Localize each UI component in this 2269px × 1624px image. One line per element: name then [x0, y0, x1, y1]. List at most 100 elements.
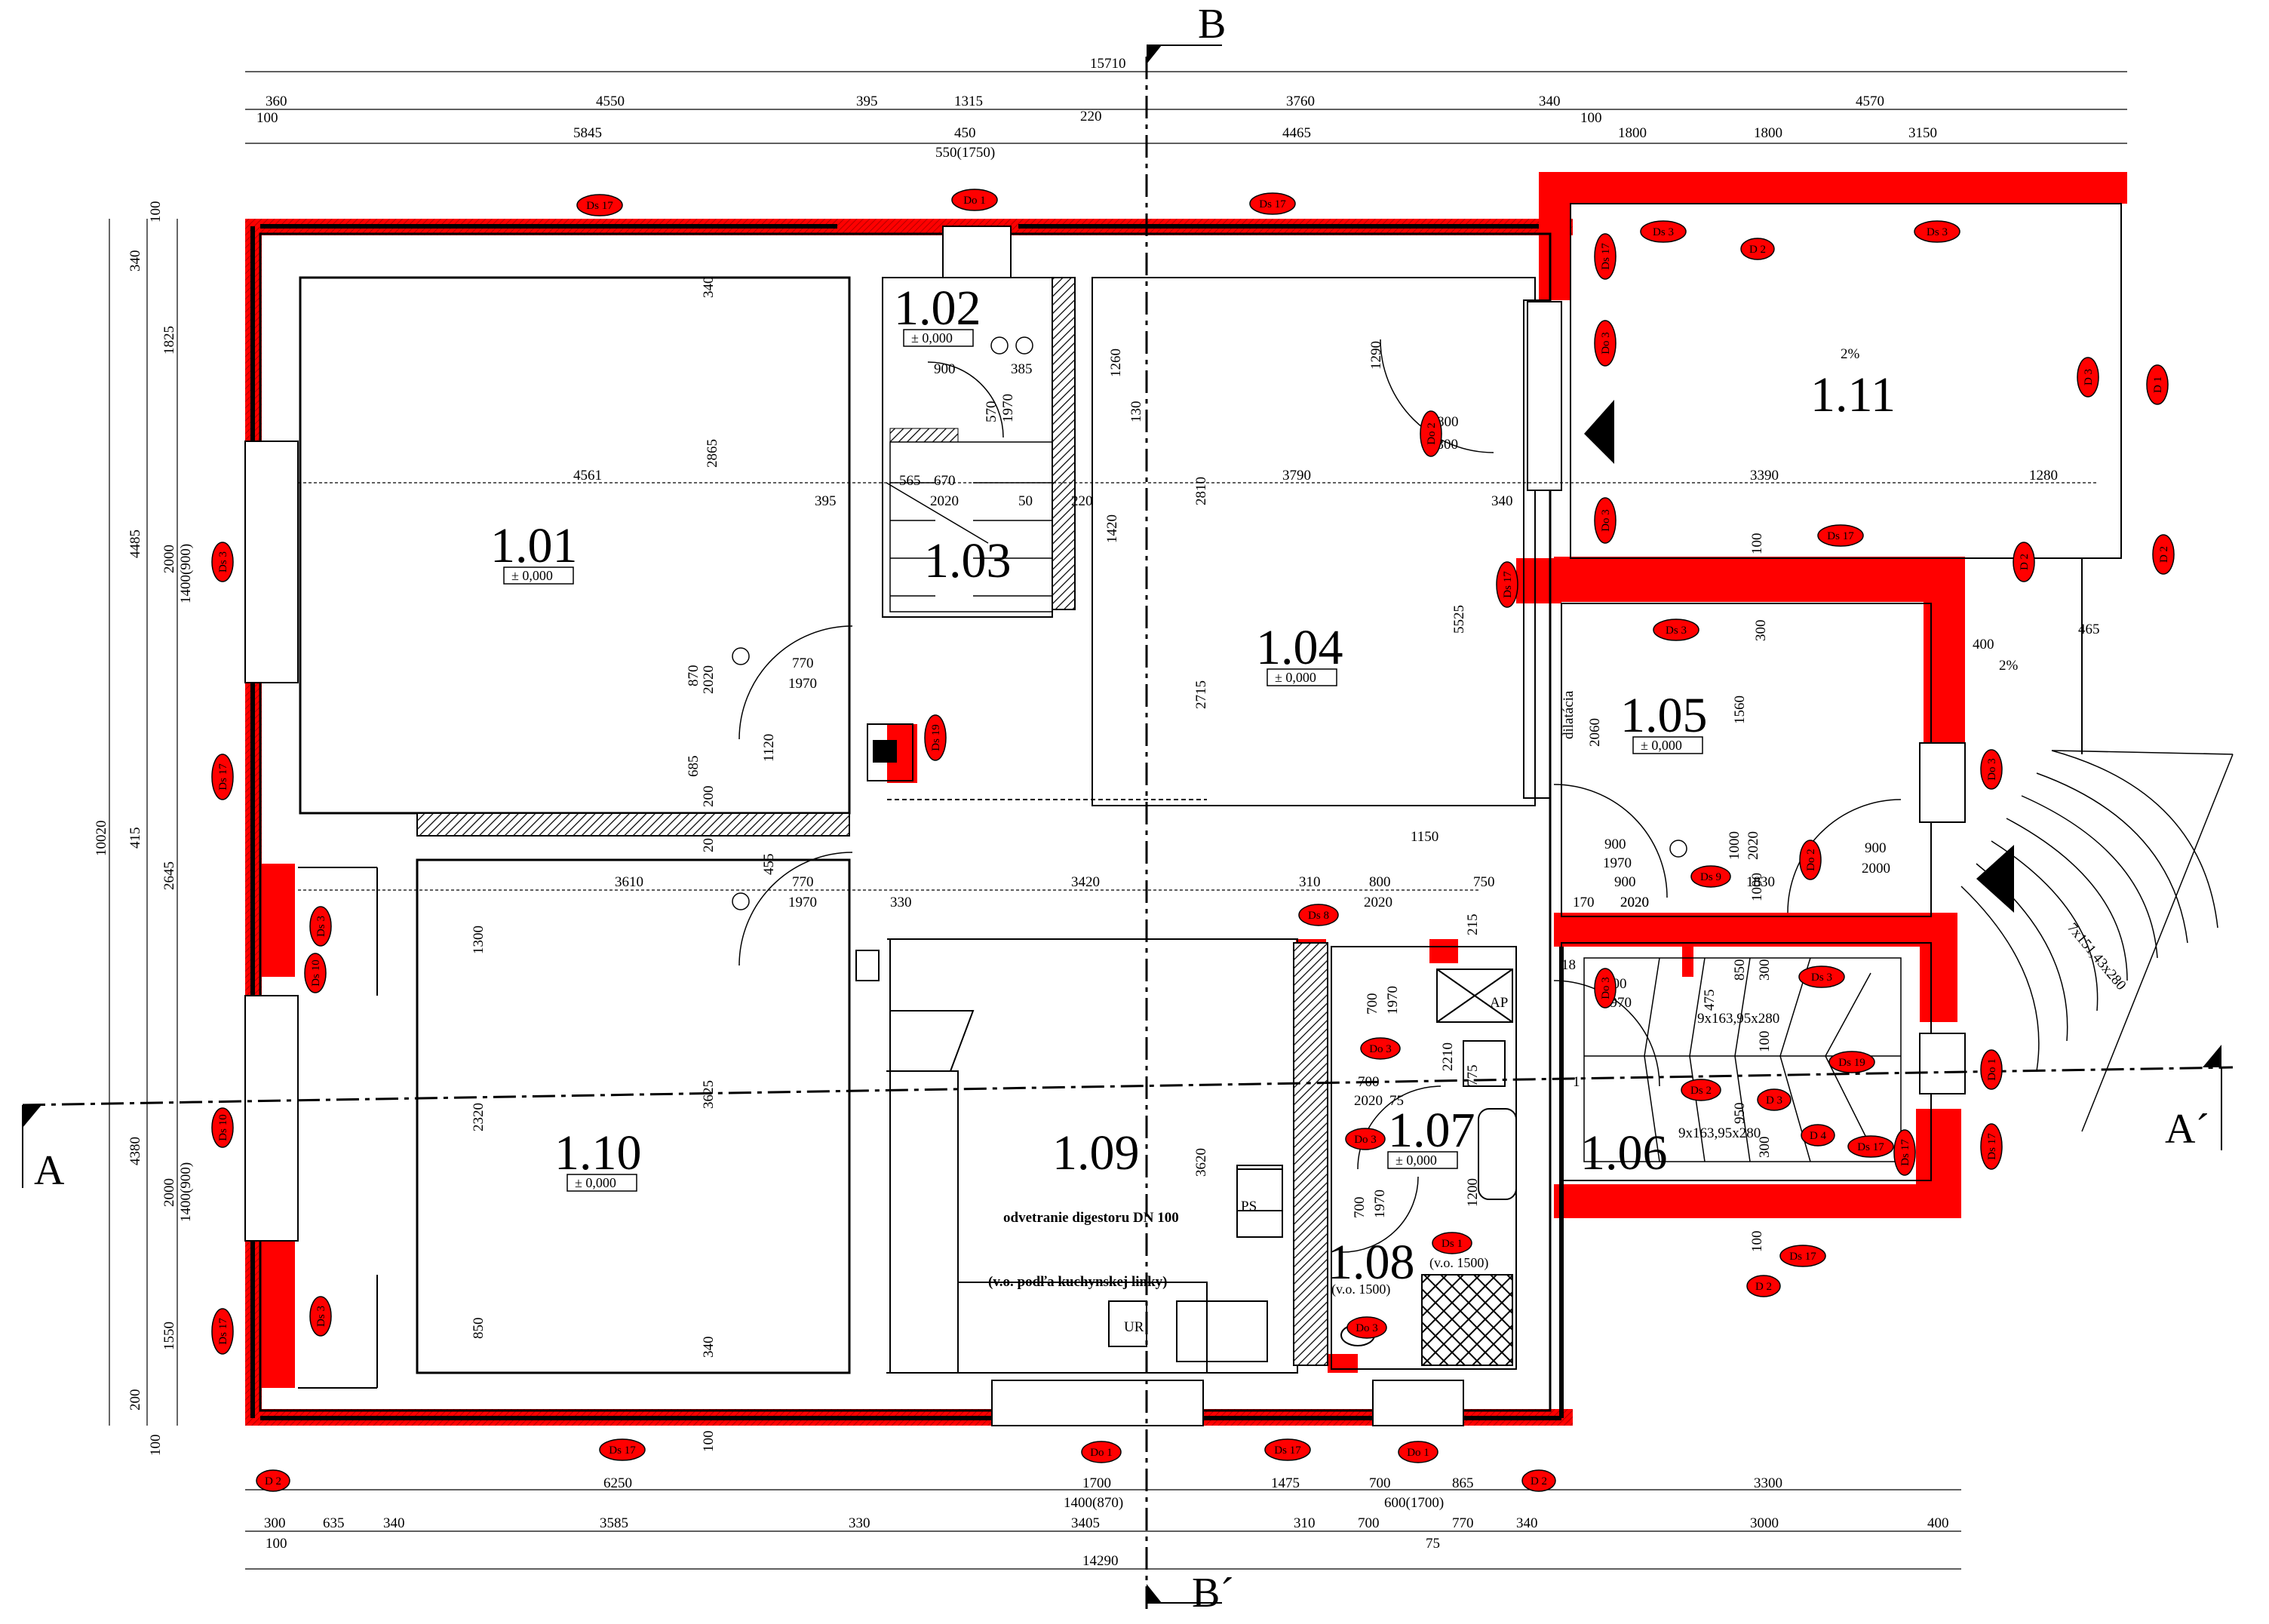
- dim-inner: 5525: [1451, 605, 1467, 634]
- dim-inner: 100: [1749, 1231, 1765, 1253]
- room-label-104: 1.04: [1256, 620, 1343, 675]
- dim-inner: 1830: [1746, 874, 1775, 890]
- dim-inner: 1970: [788, 895, 817, 910]
- tag: Ds 17: [586, 200, 613, 212]
- section-mark-a-right: A´: [2165, 1106, 2209, 1153]
- dim-inner: 570: [984, 401, 999, 423]
- dim-inner: 100: [1757, 1031, 1773, 1053]
- dim-inner: 2715: [1193, 680, 1209, 709]
- tag: Ds 17: [1259, 198, 1286, 210]
- room-label-106: 1.06: [1580, 1125, 1668, 1180]
- dim-inner: 18: [1561, 957, 1576, 973]
- dim-bottom: 330: [849, 1515, 870, 1531]
- dim-inner: 2210: [1440, 1042, 1456, 1071]
- dim-inner: 20: [701, 838, 717, 852]
- tag: Ds 1: [1442, 1238, 1463, 1250]
- tag: Do 1: [1991, 1061, 2014, 1073]
- tag: Ds 17: [1857, 1141, 1884, 1153]
- room-label-107: 1.07: [1388, 1103, 1475, 1158]
- dim-inner: 1150: [1411, 829, 1438, 845]
- dim-inner: 1200: [1465, 1178, 1481, 1207]
- room-level-108: (v.o. 1500): [1331, 1282, 1390, 1297]
- note-v1500: (v.o. 1500): [1429, 1255, 1488, 1271]
- dim-inner: 2865: [705, 439, 720, 468]
- room-label-108: 1.08: [1328, 1235, 1415, 1290]
- dim-inner: 1970: [1000, 394, 1016, 422]
- tag: D 1: [2152, 376, 2164, 393]
- dim-top: 340: [1539, 94, 1561, 109]
- dim-inner: 2020: [1620, 895, 1649, 910]
- tag: Ds 17: [1600, 243, 1612, 270]
- tag: Do 3: [1600, 509, 1612, 532]
- door-markers: [732, 336, 1687, 910]
- room-level-107: ± 0,000: [1395, 1153, 1437, 1168]
- dim-inner: 800: [1369, 874, 1391, 890]
- dim-inner: 1420: [1104, 514, 1120, 543]
- dim-left: 100: [148, 201, 164, 223]
- dim-overall-top: 15710: [1090, 56, 1126, 72]
- dim-inner: 700: [1365, 993, 1380, 1015]
- tag: Ds 17: [217, 763, 229, 791]
- dim-left: 1550: [161, 1322, 177, 1350]
- dim-inner: 400: [1973, 637, 1994, 652]
- dim-left: 2000: [161, 545, 177, 573]
- dim-bottom: 310: [1294, 1515, 1316, 1531]
- tag: Ds 10: [310, 959, 322, 986]
- tag: Ds 17: [1986, 1133, 1998, 1160]
- dim-inner: 215: [1465, 914, 1481, 936]
- dim-inner: 850: [471, 1318, 487, 1340]
- dim-inner: 1800: [1754, 125, 1782, 141]
- tag: D 3: [1766, 1094, 1782, 1107]
- dim-inner: 870: [686, 665, 702, 687]
- dim-bottom: 100: [266, 1536, 287, 1552]
- tag: Do 1: [1090, 1447, 1113, 1459]
- tag: Do 3: [1369, 1043, 1392, 1055]
- dim-bottom: 1400(870): [1064, 1495, 1123, 1511]
- dim-inner: 395: [815, 493, 837, 509]
- dim-top: 395: [856, 94, 878, 109]
- dim-bottom: 300: [264, 1515, 286, 1531]
- tag: Ds 3: [1811, 972, 1832, 984]
- dim-inner: 850: [1732, 959, 1748, 981]
- dim-inner: 1: [1573, 1074, 1580, 1090]
- room-level-102: ± 0,000: [911, 330, 953, 345]
- dim-bottom: 3405: [1071, 1515, 1100, 1531]
- tag: Do 1: [963, 195, 986, 207]
- windows: [244, 226, 1966, 1426]
- dim-inner: 330: [890, 895, 912, 910]
- dim-inner: 130: [1128, 401, 1144, 423]
- dim-inner: 700: [1352, 1197, 1368, 1219]
- tag: D 3: [2083, 369, 2095, 385]
- bathroom-fixtures: [1340, 969, 1517, 1346]
- dim-inner: 2320: [471, 1103, 487, 1131]
- dim-inner: 3625: [701, 1080, 717, 1109]
- dim-left: 200: [127, 1389, 143, 1411]
- dim-overall-left: 10020: [94, 821, 109, 857]
- dim-inner: 1970: [1372, 1190, 1388, 1218]
- dim-left: 340: [127, 250, 143, 272]
- tag: Ds 3: [217, 551, 229, 573]
- dim-top: 450: [954, 125, 976, 141]
- tag: D 2: [1749, 244, 1766, 256]
- dim-bottom: 1475: [1271, 1475, 1300, 1491]
- dim-inner: 2810: [1193, 477, 1209, 505]
- section-lines: [22, 57, 2234, 1614]
- dimensions-bottom: 6250 1700 1475 700 865 3300 1400(870) 60…: [264, 1475, 1949, 1569]
- dim-inner: 770: [792, 655, 814, 671]
- dim-bottom: 400: [1927, 1515, 1949, 1531]
- room-label-105: 1.05: [1620, 688, 1708, 743]
- dim-inner: 1970: [1385, 986, 1401, 1015]
- room-labels: 1.01 ± 0,000 1.02 ± 0,000 1.03 1.04 ± 0,…: [490, 281, 1896, 1297]
- dim-inner: 3620: [1193, 1148, 1209, 1177]
- dim-inner: 2020: [930, 493, 959, 509]
- dim-inner: 2020: [1364, 895, 1392, 910]
- tag: Ds 3: [315, 1306, 327, 1327]
- dim-inner: 900: [1614, 874, 1636, 890]
- entry-markers: [1584, 400, 2014, 913]
- dim-bottom: 6250: [603, 1475, 632, 1491]
- tag: Ds 10: [315, 964, 342, 976]
- dim-inner: 700: [1358, 1074, 1380, 1090]
- dim-inner: 950: [1732, 1103, 1748, 1125]
- section-marks: B B´ A A´: [22, 1, 2222, 1616]
- room-label-102: 1.02: [894, 281, 981, 336]
